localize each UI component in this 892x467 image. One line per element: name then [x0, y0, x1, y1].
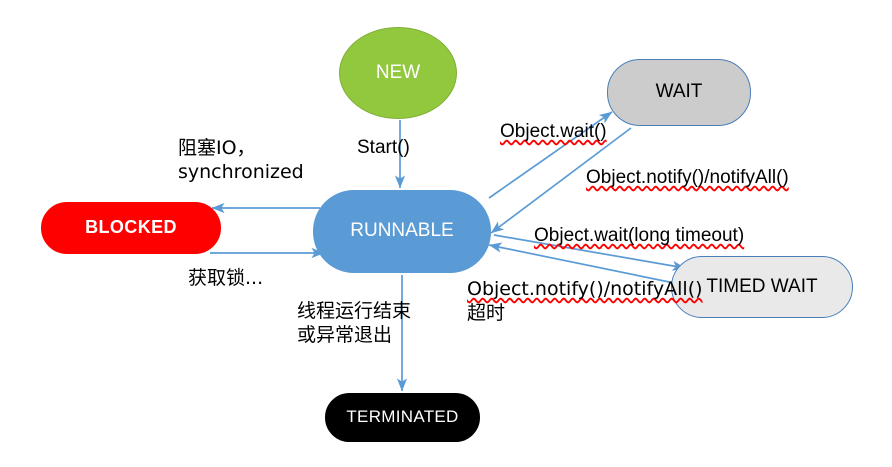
edge-label-timed-wait-to-runnable: Object.notify()/notifyAll() 超时 — [467, 278, 703, 326]
node-wait[interactable]: WAIT — [607, 59, 751, 126]
node-new[interactable]: NEW — [339, 27, 457, 119]
node-timed-wait-label: TIMED WAIT — [706, 275, 818, 297]
edge-label-runnable-to-wait: Object.wait() — [500, 120, 607, 144]
node-terminated[interactable]: TERMINATED — [325, 393, 480, 442]
node-new-label: NEW — [375, 61, 421, 83]
edge-label-runnable-to-timed-wait-text: Object.wait(long timeout) — [534, 225, 745, 246]
edge-label-new-to-runnable-text: Start() — [357, 137, 410, 158]
edge-label-runnable-to-terminated-line1: 线程运行结束 — [297, 300, 412, 322]
edge-label-runnable-to-wait-text: Object.wait() — [500, 121, 607, 142]
edge-label-wait-to-runnable: Object.notify()/notifyAll() — [586, 166, 789, 190]
edge-label-timed-wait-to-runnable-line1: Object.notify()/notifyAll() — [467, 278, 703, 300]
edge-runnable-to-wait — [488, 111, 613, 199]
edge-label-timed-wait-to-runnable-line2: 超时 — [467, 301, 506, 324]
edge-label-wait-to-runnable-text: Object.notify()/notifyAll() — [586, 167, 789, 188]
node-runnable-label: RUNNABLE — [350, 220, 454, 242]
edge-label-blocked-to-runnable-text: 获取锁... — [188, 267, 264, 289]
node-wait-label: WAIT — [655, 81, 703, 103]
edge-label-runnable-to-terminated: 线程运行结束 或异常退出 — [297, 300, 411, 348]
edge-label-blocked-to-runnable: 获取锁... — [188, 267, 263, 291]
edge-label-runnable-to-terminated-line2: 或异常退出 — [297, 323, 393, 346]
edge-timed-wait-to-runnable — [488, 242, 685, 286]
edge-label-runnable-to-blocked-line1: 阻塞IO， — [178, 137, 256, 159]
edge-label-new-to-runnable: Start() — [357, 136, 410, 160]
node-blocked[interactable]: BLOCKED — [41, 202, 221, 254]
edge-label-runnable-to-timed-wait: Object.wait(long timeout) — [534, 224, 744, 248]
node-runnable[interactable]: RUNNABLE — [313, 190, 491, 273]
node-blocked-label: BLOCKED — [85, 217, 177, 238]
edge-wait-to-runnable — [490, 127, 632, 234]
edge-label-runnable-to-blocked-line2: synchronized — [178, 160, 304, 183]
edge-label-runnable-to-blocked: 阻塞IO， synchronized — [178, 137, 304, 185]
node-terminated-label: TERMINATED — [346, 407, 459, 427]
edge-runnable-to-timed-wait — [493, 234, 686, 271]
node-timed-wait[interactable]: TIMED WAIT — [671, 256, 853, 318]
